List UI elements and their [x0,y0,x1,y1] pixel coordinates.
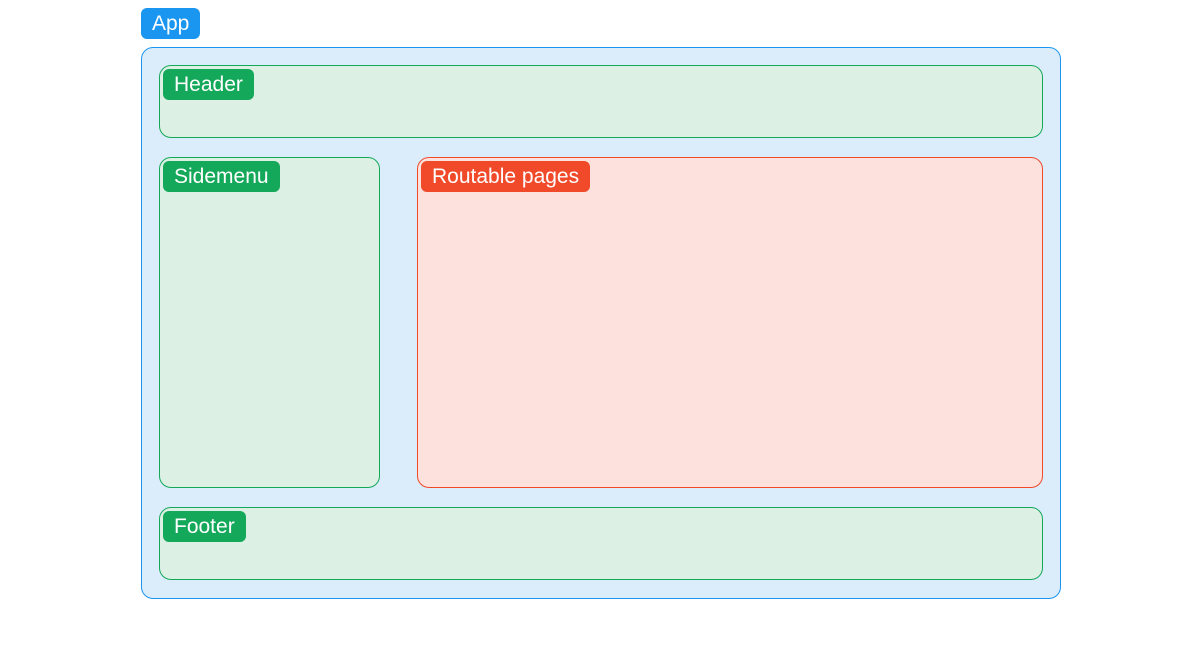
routable-pages-region: Routable pages [417,157,1043,488]
routable-pages-label: Routable pages [421,161,591,192]
sidemenu-region: Sidemenu [159,157,380,488]
header-region: Header [159,65,1043,138]
header-label: Header [163,69,254,100]
footer-region: Footer [159,507,1043,580]
footer-label: Footer [163,511,246,542]
sidemenu-label: Sidemenu [163,161,280,192]
app-label: App [141,8,201,39]
